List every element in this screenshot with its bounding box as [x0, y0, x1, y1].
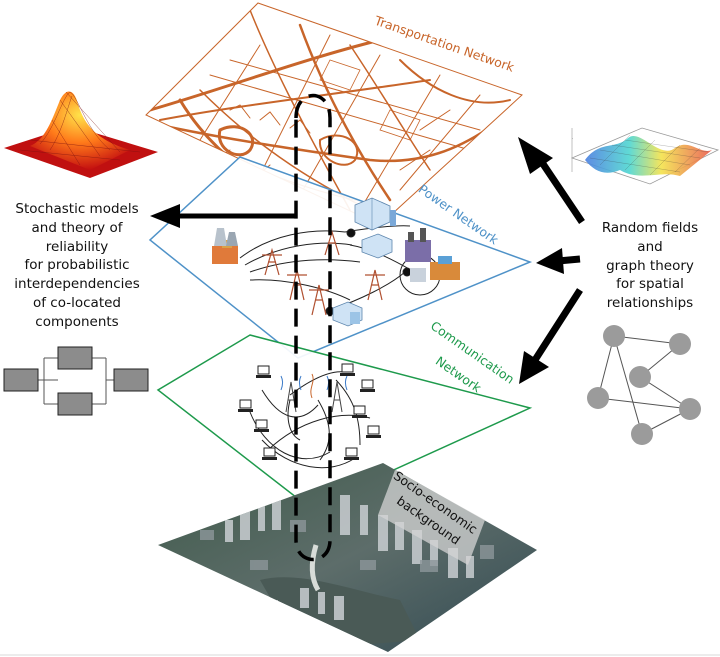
reliability-block-2 — [57, 346, 93, 370]
interdependency-dashed-capsule — [294, 93, 332, 562]
reliability-block-3 — [57, 392, 93, 416]
left-caption-line: of co-located — [33, 294, 121, 311]
right-caption-line: graph theory — [606, 257, 694, 274]
arrow-to-transportation — [518, 137, 585, 224]
random-field-surface-plot: · — [570, 127, 720, 185]
graph-node — [603, 325, 625, 347]
arrow-to-left-text — [150, 204, 296, 228]
graph-node — [587, 387, 609, 409]
building-icons — [332, 197, 396, 327]
left-caption-line: interdependencies — [14, 276, 140, 293]
graph-node — [679, 398, 701, 420]
reliability-block-4 — [113, 368, 149, 392]
reliability-block-1 — [3, 368, 39, 392]
left-caption-line: for probabilistic — [24, 257, 130, 274]
left-caption-line: reliability — [45, 238, 109, 255]
left-caption: Stochastic models and theory of reliabil… — [2, 200, 152, 332]
power-plant-icon — [212, 228, 238, 264]
arrow-to-power — [536, 248, 581, 274]
right-caption-line: Random fields — [601, 220, 699, 236]
arrow-to-communication — [519, 288, 583, 384]
factory-icon — [405, 228, 460, 282]
right-caption-line: for spatial — [616, 276, 684, 293]
reliability-block-diagram — [3, 346, 149, 416]
graph-node — [629, 366, 651, 388]
computer-icons — [238, 363, 381, 460]
graph-node — [631, 423, 653, 445]
left-caption-line: components — [35, 313, 119, 330]
socio-economic-layer: Socio-economic background — [158, 463, 537, 652]
spatial-graph — [587, 325, 701, 445]
right-caption: Random fields and graph theory for spati… — [580, 219, 720, 313]
right-caption-line: and — [637, 238, 663, 255]
right-caption-line: relationships — [606, 295, 694, 312]
left-caption-line: Stochastic models — [15, 201, 139, 217]
probability-surface-plot — [4, 91, 158, 178]
graph-node — [669, 333, 691, 355]
axis-tick-mark: · — [572, 136, 573, 141]
left-caption-line: and theory of — [31, 219, 123, 236]
